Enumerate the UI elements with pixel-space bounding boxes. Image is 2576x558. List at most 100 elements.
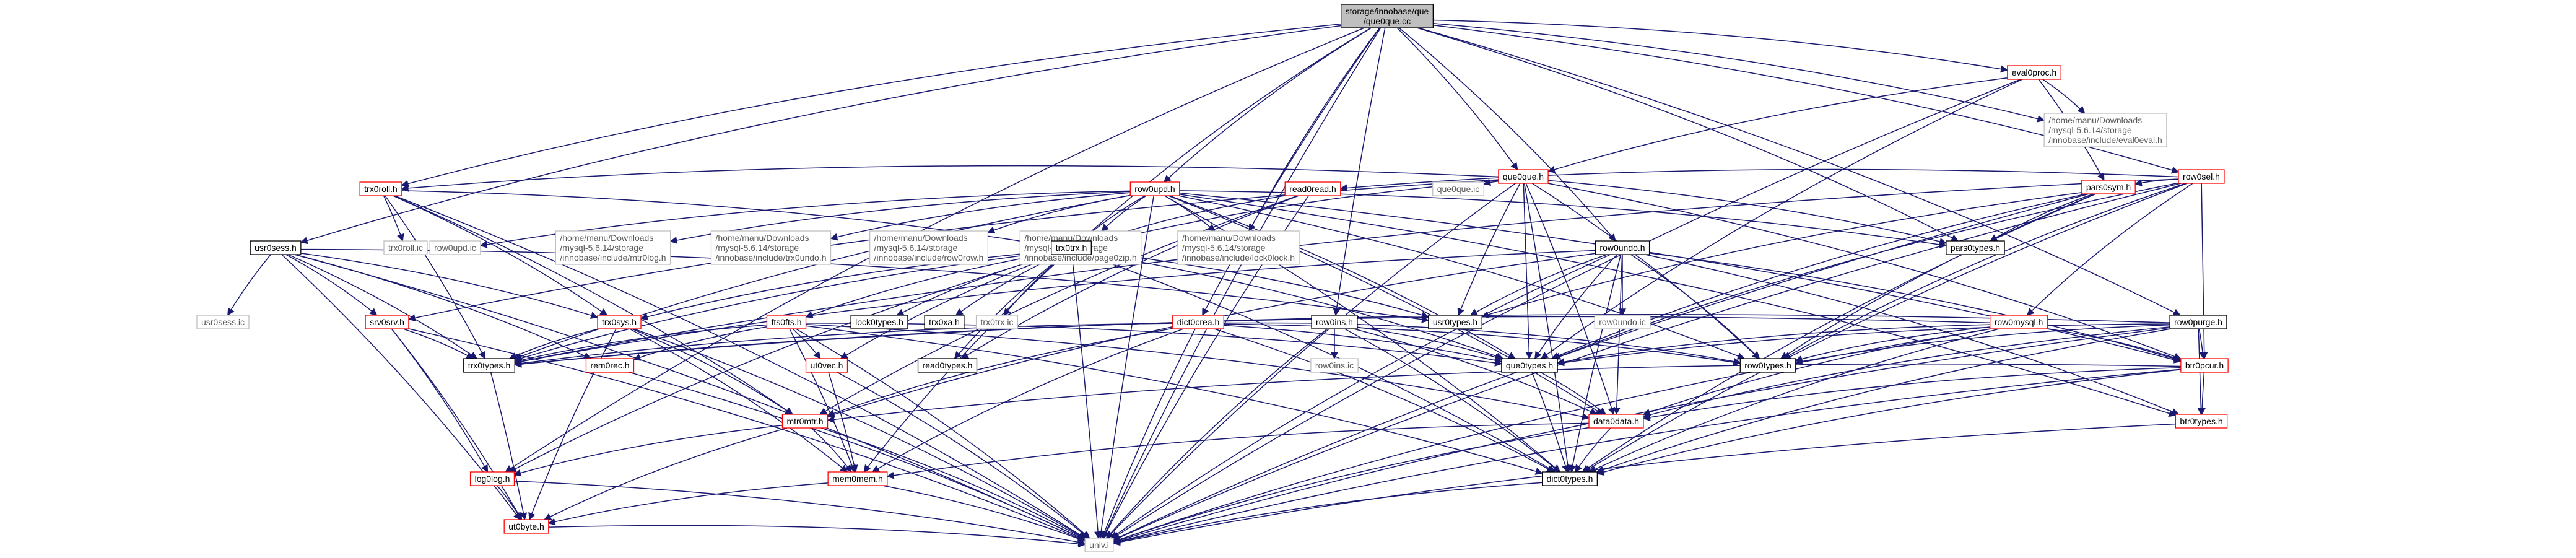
node-box <box>1739 358 1796 373</box>
node-label: row0mysql.h <box>1995 317 2043 327</box>
node-usr0sess[interactable]: usr0sess.h <box>250 240 302 255</box>
node-mtr0mtr[interactable]: mtr0mtr.h <box>781 414 829 429</box>
node-box <box>359 181 402 196</box>
node-log0log[interactable]: log0log.h <box>469 471 515 486</box>
edge-read0read-to-read0types <box>960 195 1299 359</box>
edge-srv0srv-to-log0log <box>391 328 489 473</box>
node-box <box>975 315 1019 329</box>
node-eval0eval[interactable]: /home/manu/Downloads/mysql-5.6.14/storag… <box>2043 113 2167 147</box>
edge-row0upd-to-btr0types <box>1179 194 2177 417</box>
edge-fts0fts-to-univ <box>796 328 1090 539</box>
node-label: dict0crea.h <box>1177 317 1219 327</box>
node-row0types[interactable]: row0types.h <box>1739 358 1796 373</box>
edge-row0sel-to-que0types <box>1553 182 2179 360</box>
node-box <box>1595 240 1650 255</box>
node-rem0row[interactable]: /home/manu/Downloads/mysql-5.6.14/storag… <box>869 230 988 265</box>
node-trx0roll[interactable]: trx0roll.h <box>359 181 402 196</box>
node-btr0pcur[interactable]: btr0pcur.h <box>2180 358 2229 373</box>
node-label: /home/manu/Downloads <box>1024 233 1118 243</box>
node-trx0types[interactable]: trx0types.h <box>463 358 515 373</box>
edge-usr0sess-to-rem0rec <box>295 254 591 359</box>
node-box <box>250 240 302 255</box>
node-row0purge[interactable]: row0purge.h <box>2169 315 2227 329</box>
node-trx0sys[interactable]: trx0sys.h <box>597 315 642 329</box>
node-row0sel[interactable]: row0sel.h <box>2178 169 2225 184</box>
node-row0undo[interactable]: row0undo.h <box>1595 240 1650 255</box>
edge-root-to-eval0eval <box>1433 23 2045 123</box>
edge-row0mysql-to-data0data <box>1642 328 1991 416</box>
node-label: /mysql-5.6.14/storage <box>874 243 958 253</box>
node-row0mysql[interactable]: row0mysql.h <box>1990 315 2048 329</box>
node-lock0types[interactable]: lock0types.h <box>850 315 908 329</box>
edge-trx0trx-to-ut0vec <box>840 254 1058 359</box>
node-btr0types[interactable]: btr0types.h <box>2175 414 2228 429</box>
node-box <box>1498 169 1549 184</box>
edge-usr0sess-to-univ <box>294 254 1086 541</box>
edge-data0data-to-mem0mem <box>886 422 1590 479</box>
edge-fts0fts-to-data0data <box>806 324 1590 421</box>
node-ut0byte[interactable]: ut0byte.h <box>503 519 549 534</box>
edge-row0ins-to-univ <box>1105 328 1328 539</box>
node-box <box>463 358 515 373</box>
node-que0que[interactable]: que0que.h <box>1498 169 1549 184</box>
node-trx0trx[interactable]: trx0trx.h <box>1051 240 1092 255</box>
node-box <box>1990 315 2048 329</box>
node-box <box>917 358 978 373</box>
node-rem0rec[interactable]: rem0rec.h <box>585 358 635 373</box>
node-dict0types[interactable]: dict0types.h <box>1541 471 1598 486</box>
edge-fts0fts-to-que0types <box>806 323 1503 367</box>
node-label: /innobase/include/trx0undo.h <box>715 253 826 263</box>
edge-fts0fts-to-rem0rec <box>633 326 767 361</box>
node-eval0proc[interactable]: eval0proc.h <box>2007 65 2061 80</box>
edge-trx0sys-to-univ <box>633 328 1086 539</box>
node-read0read[interactable]: read0read.h <box>1284 181 1341 196</box>
edge-usr0sess-to-usr0sess-ic <box>227 254 271 316</box>
node-row0upd-ic[interactable]: row0upd.ic <box>429 240 481 255</box>
node-row0undo-ic[interactable]: row0undo.ic <box>1594 315 1651 329</box>
node-trx0xa[interactable]: trx0xa.h <box>924 315 965 329</box>
node-root[interactable]: storage/innobase/que/que0que.cc <box>1341 4 1434 28</box>
node-label: trx0sys.h <box>602 317 637 327</box>
node-pars0types[interactable]: pars0types.h <box>1946 240 2005 255</box>
node-box <box>597 315 642 329</box>
node-box <box>1311 315 1358 329</box>
node-row0ins[interactable]: row0ins.h <box>1311 315 1358 329</box>
edge-que0types-to-dict0types <box>1531 372 1569 473</box>
node-box <box>2081 180 2136 194</box>
node-row0upd[interactable]: row0upd.h <box>1129 181 1180 196</box>
edge-row0ins-to-row0types <box>1357 323 1741 365</box>
node-data0data[interactable]: data0data.h <box>1588 414 1644 429</box>
node-label: que0types.h <box>1506 360 1553 370</box>
node-pars0sym[interactable]: pars0sym.h <box>2081 180 2136 194</box>
node-trx0trx-ic[interactable]: trx0trx.ic <box>975 315 1019 329</box>
edge-row0undo-to-trx0types <box>514 250 1596 365</box>
edge-row0purge-to-data0data <box>1642 326 2170 419</box>
node-label: trx0xa.h <box>929 317 960 327</box>
node-que0types[interactable]: que0types.h <box>1501 358 1558 373</box>
node-fts0fts[interactable]: fts0fts.h <box>766 315 807 329</box>
node-mem0mem[interactable]: mem0mem.h <box>827 471 888 486</box>
node-read0types[interactable]: read0types.h <box>917 358 978 373</box>
node-usr0types[interactable]: usr0types.h <box>1428 315 1482 329</box>
node-box <box>1172 315 1224 329</box>
node-label: pars0sym.h <box>2086 182 2131 192</box>
edge-que0que-to-que0que-ic <box>1483 178 1499 186</box>
node-label: storage/innobase/que <box>1346 6 1429 16</box>
node-trx0undo[interactable]: /home/manu/Downloads/mysql-5.6.14/storag… <box>710 230 832 265</box>
node-trx0roll-ic[interactable]: trx0roll.ic <box>383 240 428 255</box>
edge-pars0sym-to-usr0types <box>1481 192 2082 318</box>
edge-trx0sys-to-trx0types <box>508 328 599 360</box>
node-mtr0log[interactable]: /home/manu/Downloads/mysql-5.6.14/storag… <box>555 230 671 265</box>
edge-trx0trx-to-read0types <box>954 254 1064 359</box>
node-srv0srv[interactable]: srv0srv.h <box>365 315 409 329</box>
node-row0ins-ic[interactable]: row0ins.ic <box>1310 358 1359 373</box>
node-que0que-ic[interactable]: que0que.ic <box>1432 181 1484 196</box>
node-lock0lock[interactable]: /home/manu/Downloads/mysql-5.6.14/storag… <box>1177 230 1300 265</box>
node-univ[interactable]: univ.i <box>1084 538 1114 552</box>
node-usr0sess-ic[interactable]: usr0sess.ic <box>196 315 250 329</box>
node-label: ut0vec.h <box>811 360 843 370</box>
edge-usr0sess-to-trx0sys <box>300 253 599 319</box>
node-ut0vec[interactable]: ut0vec.h <box>805 358 848 373</box>
node-label: univ.i <box>1089 540 1109 550</box>
node-dict0crea[interactable]: dict0crea.h <box>1172 315 1224 329</box>
